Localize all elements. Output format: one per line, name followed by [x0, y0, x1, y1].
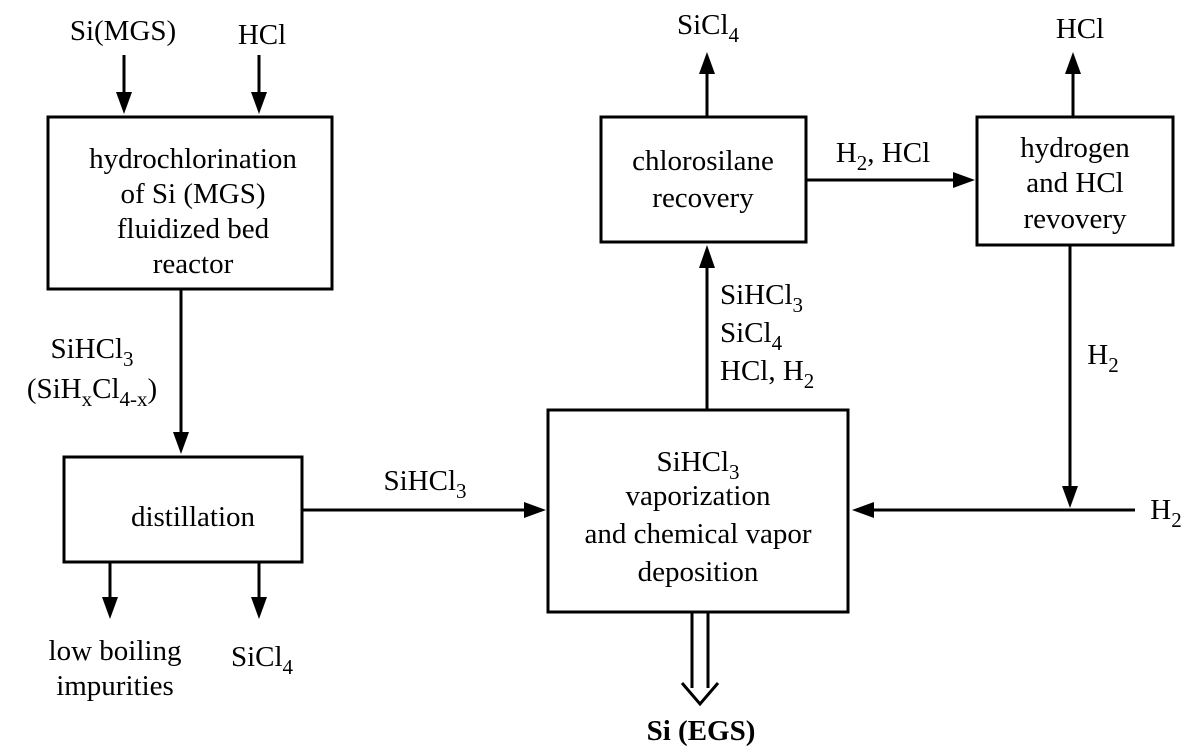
flow-reactor-distillation-label-2: (SiHxCl4-x) — [27, 373, 157, 411]
reactor-label-2: of Si (MGS) — [120, 178, 265, 210]
chlorosilane-label-2: recovery — [652, 182, 754, 214]
cvd-label-3: and chemical vapor — [584, 518, 811, 550]
hydrogen-box: hydrogen and HCl revovery — [975, 115, 1175, 247]
arrowhead-si-mgs — [116, 92, 132, 114]
arrowhead-reactor-distillation — [173, 432, 189, 454]
reactor-label-3: fluidized bed — [117, 213, 270, 245]
input-hcl-label: HCl — [238, 19, 286, 51]
flow-hydrogen-cvd-label: H2 — [1087, 339, 1118, 377]
output-sicl4-top-label: SiCl4 — [677, 9, 740, 47]
arrowhead-chlorosilane-hydrogen — [953, 172, 975, 188]
arrowhead-distillation-cvd — [524, 502, 546, 518]
arrowhead-sicl4-top — [699, 52, 715, 74]
si-egs-product-arrow — [680, 612, 720, 707]
arrowhead-hydrogen-junction — [1062, 486, 1078, 508]
flow-distillation-cvd-label: SiHCl3 — [383, 465, 466, 503]
chlorosilane-box: chlorosilane recovery — [599, 115, 808, 244]
chlorosilane-label-1: chlorosilane — [632, 145, 774, 177]
reactor-label-4: reactor — [153, 248, 234, 280]
output-hcl-top-label: HCl — [1056, 13, 1104, 45]
output-low-boiling-label-2: impurities — [56, 670, 174, 702]
hydrogen-label-3: revovery — [1023, 203, 1127, 235]
cvd-label-1: SiHCl3 — [656, 446, 739, 484]
flow-reactor-distillation-label-1: SiHCl3 — [50, 333, 133, 371]
distillation-label: distillation — [131, 501, 256, 533]
reactor-label-1: hydrochlorination — [89, 143, 297, 175]
arrowhead-sicl4-out — [251, 597, 267, 619]
hydrogen-label-1: hydrogen — [1020, 132, 1130, 164]
cvd-label-2: vaporization — [626, 480, 771, 512]
arrowhead-hcl-in — [251, 92, 267, 114]
cvd-label-4: deposition — [638, 556, 759, 588]
output-low-boiling-label-1: low boiling — [49, 635, 182, 667]
arrowhead-hcl-top — [1065, 52, 1081, 74]
distillation-box: distillation — [62, 455, 304, 564]
flow-cvd-chlorosilane-label-1: SiHCl3 — [720, 279, 803, 317]
arrowhead-cvd-chlorosilane — [699, 245, 715, 268]
cvd-box: SiHCl3 vaporization and chemical vapor d… — [546, 408, 850, 614]
reactor-box: hydrochlorination of Si (MGS) fluidized … — [46, 115, 334, 291]
input-h2-label: H2 — [1150, 494, 1181, 532]
flow-cvd-chlorosilane-label-3: HCl, H2 — [720, 355, 814, 393]
output-si-egs-label: Si (EGS) — [647, 715, 756, 747]
arrowhead-low-boiling — [102, 597, 118, 619]
flow-chlorosilane-hydrogen-label: H2, HCl — [836, 137, 930, 175]
flow-cvd-chlorosilane-label-2: SiCl4 — [720, 317, 783, 355]
arrowhead-h2-cvd — [852, 502, 874, 518]
output-sicl4-distillation-label: SiCl4 — [231, 641, 294, 679]
hydrogen-label-2: and HCl — [1026, 167, 1123, 199]
input-si-mgs-label: Si(MGS) — [70, 15, 176, 47]
